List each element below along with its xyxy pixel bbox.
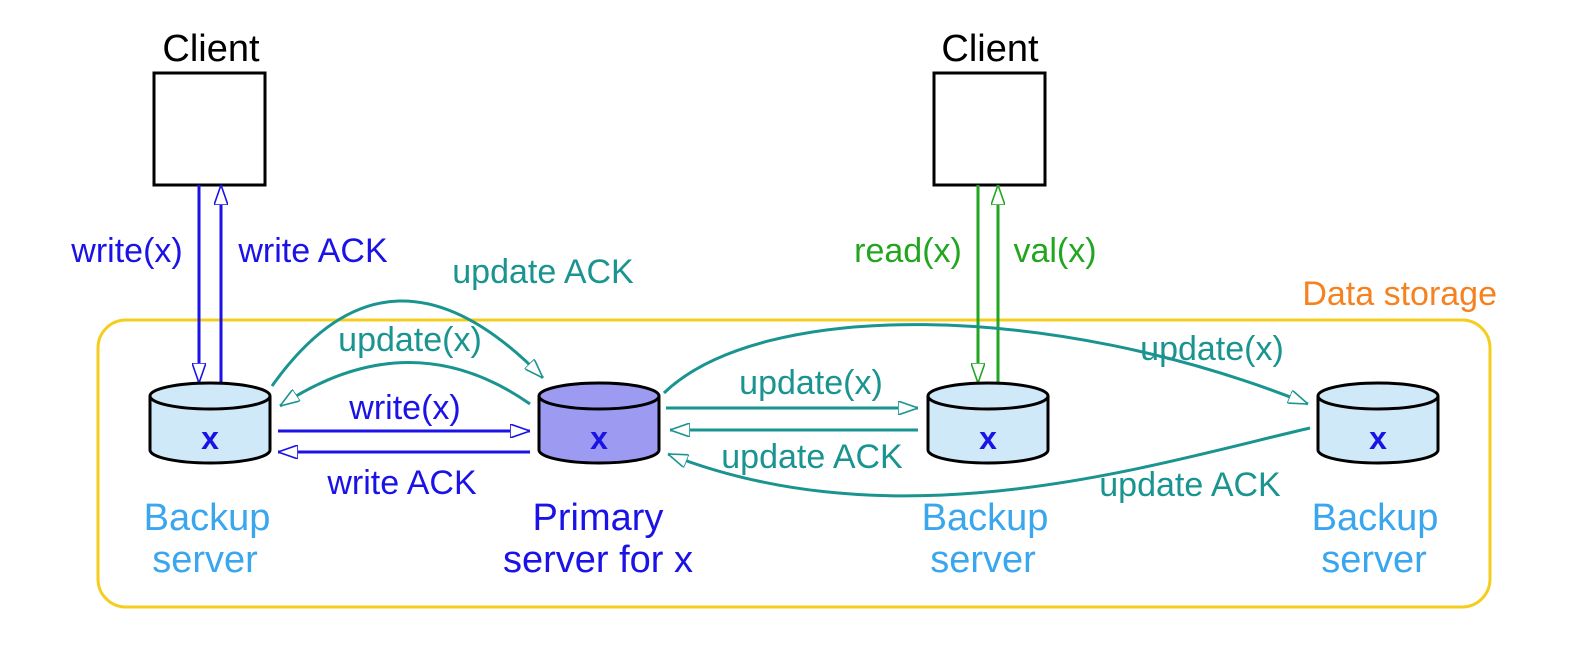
data-item-label: x: [201, 420, 219, 456]
server-label-line2: server: [930, 539, 1036, 581]
forward-write-ack-label: write ACK: [326, 464, 477, 502]
update-backup2-label: update(x): [739, 364, 883, 402]
database-cylinder-top: [537, 381, 661, 411]
server-label-line1: Backup: [1312, 497, 1439, 539]
server-label-line1: Backup: [144, 497, 271, 539]
database-cylinder-icon: [1316, 396, 1440, 465]
database-cylinder-top: [148, 381, 272, 411]
backup-server-2: x Backup server: [922, 381, 1050, 581]
backup-server-3: x Backup server: [1312, 381, 1440, 581]
server-label-line2: server: [1321, 539, 1427, 581]
client-read-label: read(x): [854, 232, 962, 270]
update-ack-backup3-arrow: [668, 426, 1311, 498]
update-ack-backup1-arrow: [270, 299, 543, 387]
update-ack-backup3-label: update ACK: [1099, 466, 1281, 504]
client-val-label: val(x): [1013, 232, 1096, 270]
primary-server: x Primary server for x: [503, 381, 693, 581]
client-right-label: Client: [941, 28, 1039, 70]
database-cylinder-icon: [148, 396, 272, 465]
database-cylinder-top: [926, 381, 1050, 411]
database-cylinder-icon: [926, 396, 1050, 465]
client-left-label: Client: [162, 28, 260, 70]
data-storage-boundary: [96, 318, 1492, 609]
client-write-ack-label: write ACK: [237, 232, 388, 270]
backup-server-1: x Backup server: [144, 381, 272, 581]
client-left-box: [152, 71, 267, 187]
update-ack-backup2-label: update ACK: [721, 438, 903, 476]
data-item-label: x: [590, 420, 608, 456]
data-storage-label: Data storage: [1302, 275, 1497, 313]
data-item-label: x: [1369, 420, 1387, 456]
forward-write-label: write(x): [348, 389, 460, 427]
server-label-line1: Backup: [922, 497, 1049, 539]
database-cylinder-top: [1316, 381, 1440, 411]
database-cylinder-icon: [537, 396, 661, 465]
server-label-line2: server for x: [503, 539, 693, 581]
update-backup3-arrow: [662, 323, 1308, 406]
update-backup1-label: update(x): [338, 321, 482, 359]
update-backup3-label: update(x): [1140, 330, 1284, 368]
server-label-line2: server: [152, 539, 258, 581]
client-right-box: [932, 71, 1047, 187]
server-label-line1: Primary: [533, 497, 664, 539]
data-item-label: x: [979, 420, 997, 456]
client-write-label: write(x): [70, 232, 182, 270]
update-backup1-arrow: [280, 361, 531, 406]
update-ack-backup1-label: update ACK: [452, 253, 634, 291]
